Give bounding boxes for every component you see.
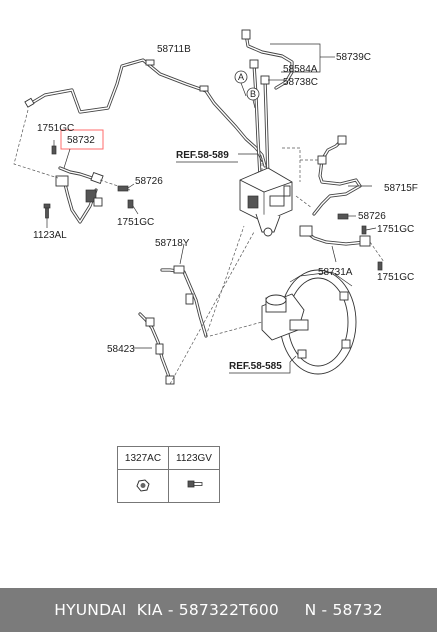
label-58711b: 58711B	[157, 44, 191, 55]
abs-modulator	[239, 167, 293, 237]
label-58726-right: 58726	[358, 211, 386, 222]
bolt-1751gc-right2	[377, 261, 383, 271]
label-58739c: 58739C	[336, 52, 371, 63]
label-58738c: 58738C	[283, 77, 318, 88]
label-ref-58-585: REF.58-585	[229, 361, 282, 372]
label-circle-a: A	[238, 72, 244, 82]
label-58732: 58732	[67, 135, 95, 146]
part-number-footer: HYUNDAI KIA - 587322T600 N - 58732	[0, 588, 437, 632]
bolt-1751gc-top	[51, 140, 57, 155]
master-cylinder	[261, 293, 309, 341]
bolt-1751gc-right1	[361, 225, 377, 235]
label-58731a: 58731A	[318, 267, 353, 278]
brake-hose-58731a	[299, 225, 371, 247]
legend-header-1327ac: 1327AC	[117, 446, 169, 470]
label-58423: 58423	[107, 344, 135, 355]
brake-pipe-58711b	[24, 58, 267, 168]
label-58715f: 58715F	[384, 183, 418, 194]
label-ref-58-589: REF.58-589	[176, 150, 229, 161]
highlight-box	[60, 129, 104, 150]
fastener-legend-table: 1327AC 1123GV	[117, 446, 220, 503]
label-circle-b: B	[250, 89, 256, 99]
label-1751gc-top: 1751GC	[37, 123, 74, 134]
label-1751gc-left: 1751GC	[117, 217, 154, 228]
label-58718y: 58718Y	[155, 238, 190, 249]
legend-cell-bolt	[168, 469, 220, 503]
label-1123al: 1123AL	[33, 230, 67, 241]
legend-header-1123gv: 1123GV	[168, 446, 220, 470]
label-58726-left: 58726	[135, 176, 163, 187]
label-1751gc-right2: 1751GC	[377, 272, 414, 283]
bolt-58726-right	[337, 213, 356, 220]
legend-cell-nut	[117, 469, 169, 503]
label-58584a: 58584A	[283, 64, 318, 75]
brake-pipe-58423	[138, 312, 175, 385]
bolt-1123al	[43, 203, 51, 228]
bolt-1751gc-left	[127, 199, 139, 215]
brake-pipe-58718y	[160, 265, 208, 338]
label-1751gc-right1: 1751GC	[377, 224, 414, 235]
brake-line-diagram: 58711B 58739C 58584A 58738C A B 1751GC 5…	[13, 29, 418, 385]
brake-hose-58732	[55, 166, 104, 224]
brake-pipe-58739c	[241, 29, 294, 180]
nut-icon	[136, 478, 150, 492]
brake-pipe-58715f	[312, 135, 362, 216]
bolt-58726-left	[117, 183, 135, 192]
bolt-icon	[187, 480, 203, 487]
